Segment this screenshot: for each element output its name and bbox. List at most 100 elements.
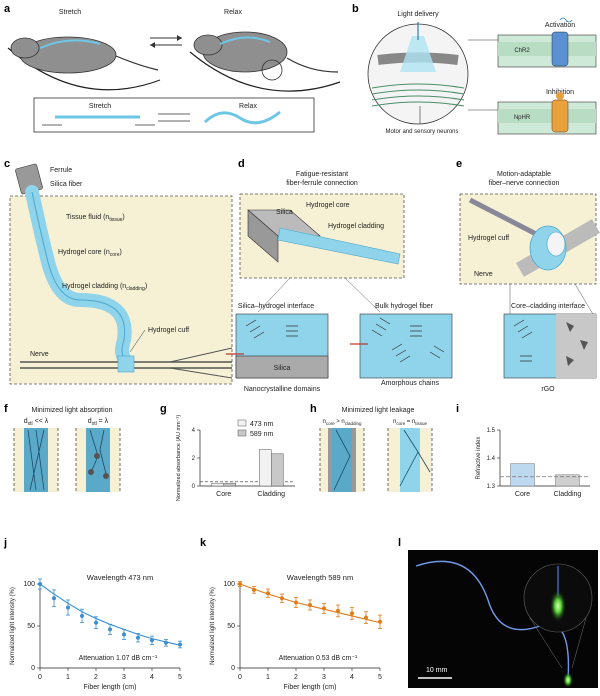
- scale-label: 10 mm: [426, 667, 448, 674]
- ferrule-label: Ferrule: [50, 167, 72, 174]
- panel-letter-f: f: [4, 403, 8, 415]
- panel-a: a Stretch Relax Stretch Relax: [4, 3, 341, 133]
- k-ytick-label: 50: [227, 623, 235, 630]
- d-title-2: fiber-ferrule connection: [286, 180, 358, 187]
- core-label: Hydrogel core (ncore): [58, 249, 122, 258]
- k-xlabel: Fiber length (cm): [284, 684, 337, 691]
- f-title: Minimized light absorption: [32, 407, 113, 414]
- silica-fiber-label: Silica fiber: [50, 181, 83, 188]
- j-data-point: [164, 640, 168, 645]
- g-ytick-label: 2: [192, 456, 196, 462]
- i-ytick-label: 1.4: [487, 456, 496, 462]
- k-data-point: [364, 615, 368, 620]
- j-ylabel: Normalized light intensity (%): [10, 587, 16, 665]
- g-category-label: Core: [216, 491, 231, 498]
- k-data-point: [252, 587, 256, 592]
- i-ytick-label: 1.5: [487, 428, 496, 434]
- i-bar: [555, 474, 580, 487]
- k-ytick-label: 0: [231, 665, 235, 672]
- g-bar: [259, 449, 272, 487]
- j-data-point: [178, 642, 182, 647]
- j-annotation: Attenuation 1.07 dB cm⁻¹: [79, 655, 158, 662]
- green-tip-glow: [550, 590, 566, 622]
- k-data-point: [280, 596, 284, 601]
- panel-letter-g: g: [160, 403, 167, 415]
- k-xtick-label: 0: [238, 674, 242, 681]
- cuff-label: Hydrogel cuff: [148, 327, 189, 334]
- k-data-point: [336, 608, 340, 613]
- k-xtick-label: 5: [378, 674, 382, 681]
- rgo-label: rGO: [541, 386, 555, 393]
- d-title-1: Fatigue-resistant: [296, 171, 348, 178]
- j-fit-line: [39, 583, 181, 646]
- d-silica-label: Silica: [276, 209, 293, 216]
- e-nerve-label: Nerve: [474, 271, 493, 278]
- panel-f: f Minimized light absorption dxtl << λ d…: [4, 403, 121, 492]
- green-end-glow: [563, 672, 573, 688]
- nerve-label: Nerve: [30, 351, 49, 358]
- neurons-label: Motor and sensory neurons: [385, 129, 458, 135]
- d-silica2-label: Silica: [274, 365, 291, 372]
- relax-label: Relax: [224, 9, 242, 16]
- bulk-hydrogel-box: [359, 313, 453, 379]
- nphr-label: NpHR: [514, 115, 531, 121]
- k-ylabel: Normalized light intensity (%): [210, 587, 216, 665]
- d-cladding-label: Hydrogel cladding: [328, 223, 384, 230]
- j-data-point: [150, 638, 154, 643]
- k-annotation: Attenuation 0.53 dB cm⁻¹: [279, 655, 358, 662]
- interface1-label: Silica–hydrogel interface: [238, 303, 314, 310]
- j-title: Wavelength 473 nm: [87, 573, 153, 582]
- glowing-fiber: [415, 560, 570, 681]
- i-ylabel: Refractive index: [476, 436, 482, 479]
- j-ytick-label: 100: [23, 581, 35, 588]
- fiber-core-line: [31, 191, 126, 359]
- activation-label: Activation: [545, 22, 575, 29]
- k-data-point: [238, 582, 242, 586]
- f-left-label: dxtl << λ: [24, 418, 49, 427]
- k-xtick-label: 2: [294, 674, 298, 681]
- panel-d: d Fatigue-resistant fiber-ferrule connec…: [226, 158, 453, 393]
- mouse-relaxed: [193, 31, 339, 81]
- j-xtick-label: 4: [150, 674, 154, 681]
- k-data-point: [294, 600, 298, 605]
- inset-stretch-label: Stretch: [89, 103, 111, 110]
- j-xtick-label: 3: [122, 674, 126, 681]
- j-data-point: [108, 627, 112, 632]
- g-legend-swatch: [237, 429, 247, 437]
- k-xtick-label: 1: [266, 674, 270, 681]
- k-data-point: [266, 591, 270, 596]
- panel-letter-c: c: [4, 158, 10, 170]
- g-bar: [211, 482, 224, 487]
- treadmill-right: [189, 51, 341, 92]
- cladding-label: Hydrogel cladding (ncladding): [62, 283, 147, 292]
- chr2-label: ChR2: [514, 48, 530, 54]
- j-data-point: [94, 620, 98, 625]
- nano-label: Nanocrystalline domains: [244, 386, 321, 393]
- panel-letter-j: j: [3, 537, 7, 549]
- panel-letter-h: h: [310, 403, 317, 415]
- i-category-label: Cladding: [554, 491, 582, 498]
- panel-letter-e: e: [456, 158, 462, 170]
- g-bar: [223, 482, 236, 487]
- j-ytick-label: 0: [31, 665, 35, 672]
- j-data-point: [52, 596, 56, 601]
- k-title: Wavelength 589 nm: [287, 573, 353, 582]
- g-ytick-label: 0: [192, 484, 196, 490]
- j-ytick-label: 50: [27, 623, 35, 630]
- g-legend-label: 473 nm: [250, 421, 274, 428]
- k-data-point: [308, 603, 312, 607]
- mouse-stretched: [10, 36, 159, 74]
- g-legend-label: 589 nm: [250, 431, 274, 438]
- g-legend-swatch: [237, 419, 247, 427]
- h-left-label: ncore > ncladding: [322, 419, 362, 426]
- j-xtick-label: 0: [38, 674, 42, 681]
- k-data-point: [378, 619, 382, 624]
- k-xtick-label: 3: [322, 674, 326, 681]
- amorphous-label: Amorphous chains: [381, 380, 439, 387]
